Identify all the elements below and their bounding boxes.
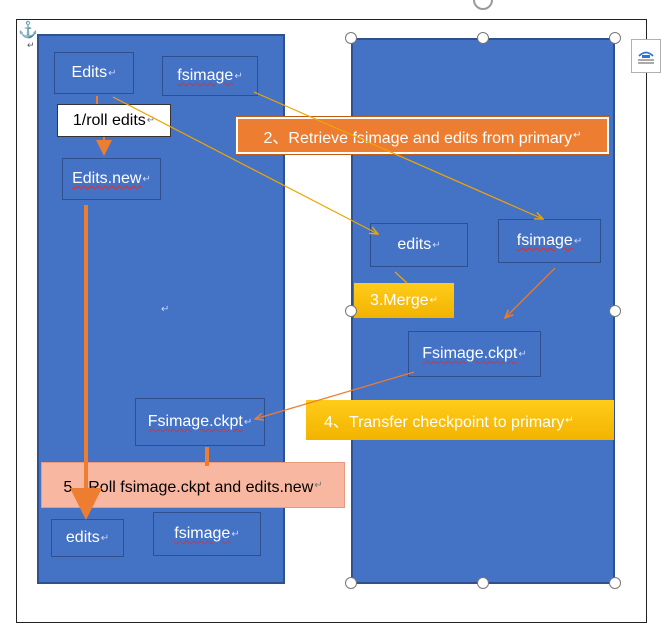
rotate-handle-icon[interactable] (473, 0, 493, 10)
layout-options-button[interactable] (631, 39, 661, 73)
paragraph-mark: ↵ (573, 130, 582, 141)
right-fsimage-ckpt-box[interactable]: Fsimage.ckpt↵ (408, 331, 541, 377)
roll-step-label[interactable]: 5、Roll fsimage.ckpt and edits.new↵ (41, 462, 345, 508)
layout-options-icon (638, 51, 654, 64)
resize-handle-middle-right[interactable] (609, 305, 621, 317)
resize-handle-bottom-middle[interactable] (477, 577, 489, 589)
roll-edits-label[interactable]: 1/roll edits↵ (57, 104, 171, 137)
transfer-step-label[interactable]: 4、Transfer checkpoint to primary↵ (306, 400, 614, 440)
resize-handle-top-left[interactable] (345, 32, 357, 44)
resize-handle-top-right[interactable] (609, 32, 621, 44)
paragraph-mark: ↵ (429, 295, 439, 306)
right-edits-label: edits (397, 236, 432, 253)
bottom-edits-box[interactable]: edits↵ (51, 519, 124, 557)
paragraph-mark: ↵ (243, 416, 253, 428)
paragraph-mark: ↵ (314, 479, 323, 491)
paragraph-mark: ↵ (27, 40, 35, 50)
right-edits-box[interactable]: edits↵ (370, 223, 468, 267)
merge-label[interactable]: 3.Merge↵ (354, 283, 454, 318)
paragraph-mark: ↵ (108, 67, 117, 79)
paragraph-mark: ↵ (146, 115, 156, 126)
left-edits-box[interactable]: Edits↵ (54, 52, 134, 94)
paragraph-mark: ↵ (231, 528, 240, 540)
paragraph-mark: ↵ (161, 304, 170, 315)
left-edits-new-box[interactable]: Edits.new↵ (62, 158, 161, 200)
left-edits-new-label: Edits.new (72, 170, 142, 187)
left-fsimage-ckpt-box[interactable]: Fsimage.ckpt↵ (135, 398, 265, 446)
bottom-fsimage-box[interactable]: fsimage↵ (153, 512, 261, 556)
paragraph-mark: ↵ (142, 173, 151, 185)
paragraph-mark: ↵ (518, 348, 527, 360)
paragraph-mark: ↵ (565, 414, 574, 426)
transfer-step-text: 4、Transfer checkpoint to primary (324, 414, 565, 431)
roll-edits-text: 1/roll edits (72, 111, 146, 129)
resize-handle-bottom-left[interactable] (345, 577, 357, 589)
right-fsimage-box[interactable]: fsimage↵ (498, 219, 601, 263)
anchor-icon[interactable]: ⚓ (18, 22, 38, 39)
retrieve-step-text: 2、Retrieve fsimage and edits from primar… (263, 129, 573, 147)
left-fsimage-label: fsimage (177, 67, 234, 84)
right-fsimage-label: fsimage (516, 232, 573, 249)
left-fsimage-ckpt-label: Fsimage.ckpt (147, 413, 243, 430)
right-fsimage-ckpt-label: Fsimage.ckpt (422, 345, 518, 362)
roll-step-text: 5、Roll fsimage.ckpt and edits.new (63, 479, 314, 496)
left-fsimage-box[interactable]: fsimage↵ (162, 56, 258, 96)
canvas-frame (16, 19, 647, 623)
retrieve-step-label[interactable]: 2、Retrieve fsimage and edits from primar… (235, 116, 610, 155)
paragraph-mark: ↵ (573, 235, 583, 247)
bottom-edits-label: edits (65, 529, 100, 546)
resize-handle-middle-left[interactable] (345, 305, 357, 317)
merge-text: 3.Merge (369, 291, 429, 309)
bottom-fsimage-label: fsimage (174, 525, 231, 542)
paragraph-mark: ↵ (100, 532, 110, 544)
paragraph-mark: ↵ (432, 239, 441, 251)
resize-handle-bottom-right[interactable] (609, 577, 621, 589)
left-edits-label: Edits (71, 64, 108, 81)
resize-handle-top-middle[interactable] (477, 32, 489, 44)
paragraph-mark: ↵ (234, 70, 243, 82)
